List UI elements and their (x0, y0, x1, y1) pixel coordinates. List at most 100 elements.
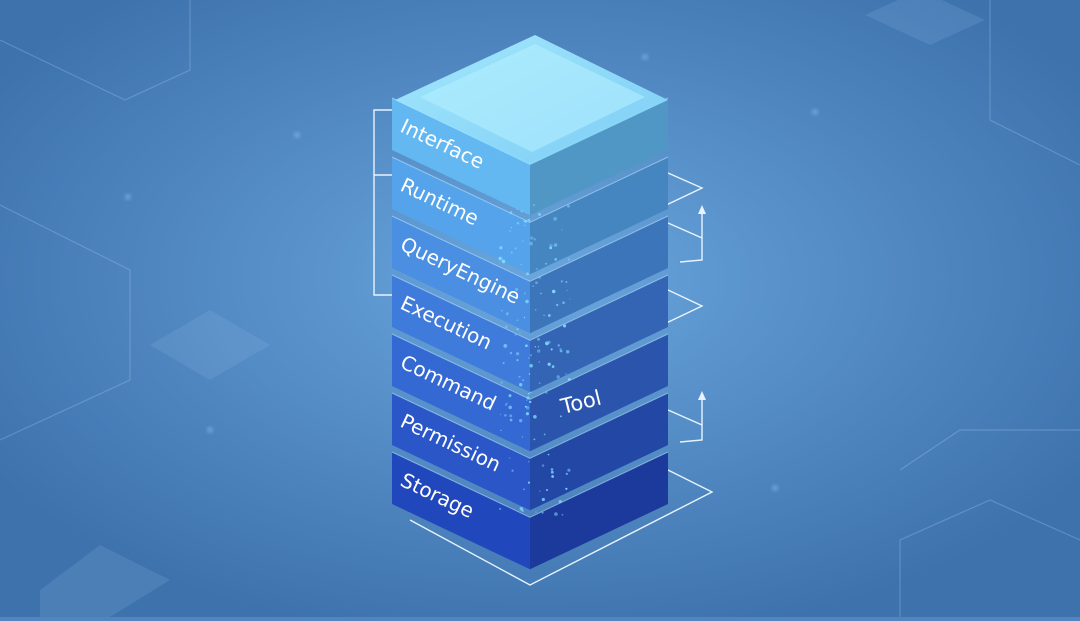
glow-particle (505, 325, 508, 328)
glow-particle (533, 204, 535, 206)
glow-particle (529, 373, 531, 375)
glow-particle (524, 292, 526, 294)
glow-particle (557, 375, 560, 378)
background-sparkle (126, 195, 130, 199)
glow-particle (554, 243, 558, 247)
glow-particle (538, 346, 539, 347)
glow-particle (534, 439, 536, 441)
glow-particle (527, 219, 530, 222)
glow-particle (523, 488, 525, 490)
glow-particle (544, 433, 546, 435)
glow-particle (548, 314, 551, 317)
glow-particle (517, 319, 519, 321)
background-sparkle (643, 55, 647, 59)
glow-particle (509, 230, 511, 232)
glow-particle (515, 288, 518, 291)
glow-particle (528, 482, 530, 484)
glow-particle (515, 247, 517, 249)
glow-particle (543, 315, 544, 316)
glow-particle (516, 209, 518, 211)
glow-particle (511, 470, 513, 472)
glow-particle (563, 324, 566, 327)
glow-particle (538, 213, 541, 216)
glow-particle (530, 392, 531, 393)
glow-particle (518, 376, 520, 378)
glow-particle (553, 217, 557, 221)
glow-particle (526, 272, 529, 275)
glow-particle (546, 489, 548, 491)
glow-particle (569, 299, 570, 300)
glow-particle (539, 382, 541, 384)
glow-particle (539, 361, 541, 363)
glow-particle (536, 268, 538, 270)
glow-particle (509, 414, 512, 417)
glow-particle (527, 396, 530, 399)
glow-particle (532, 285, 533, 286)
glow-particle (499, 257, 502, 260)
glow-particle (528, 357, 529, 358)
glow-particle (526, 406, 529, 409)
glow-particle (524, 225, 526, 227)
glow-particle (525, 344, 528, 347)
glow-particle (561, 280, 563, 282)
glow-particle (509, 394, 512, 397)
glow-particle (506, 403, 507, 404)
glow-particle (529, 242, 533, 246)
glow-particle (528, 461, 529, 462)
glow-particle (506, 312, 509, 315)
glow-particle (520, 507, 524, 511)
glow-particle (554, 512, 558, 516)
glow-particle (508, 406, 512, 410)
glow-particle (551, 471, 554, 474)
glow-particle (535, 346, 536, 347)
glow-particle (535, 511, 536, 512)
glow-particle (545, 391, 547, 393)
glow-particle (522, 436, 523, 437)
glow-particle (514, 333, 516, 335)
glow-particle (566, 350, 570, 354)
background-sparkle (208, 428, 212, 432)
glow-particle (551, 348, 553, 350)
glow-particle (552, 365, 555, 368)
glow-particle (499, 246, 502, 249)
glow-particle (519, 383, 522, 386)
glow-particle (509, 457, 511, 459)
glow-particle (524, 317, 525, 318)
glow-particle (537, 338, 540, 341)
glow-particle (522, 240, 523, 241)
glow-particle (561, 229, 562, 230)
glow-particle (567, 469, 570, 472)
glow-particle (537, 349, 541, 353)
glow-particle (539, 490, 540, 491)
glow-particle (529, 364, 533, 368)
glow-particle (519, 332, 520, 333)
glow-particle (565, 373, 566, 374)
glow-particle (522, 379, 524, 381)
glow-particle (559, 348, 561, 350)
glow-particle (501, 381, 503, 383)
glow-particle (567, 205, 570, 208)
glow-particle (511, 227, 512, 228)
glow-particle (521, 264, 522, 265)
glow-particle (565, 281, 567, 283)
glow-particle (535, 281, 538, 284)
glow-particle (529, 401, 531, 403)
glow-particle (542, 512, 544, 514)
glow-particle (533, 415, 537, 419)
glow-particle (502, 258, 503, 259)
glow-particle (530, 236, 533, 239)
glow-particle (525, 300, 529, 304)
glow-particle (548, 363, 551, 366)
glow-particle (500, 414, 501, 415)
glow-particle (516, 359, 518, 361)
glow-particle (510, 419, 513, 422)
glow-particle (526, 400, 527, 401)
glow-particle (551, 475, 554, 478)
glow-particle (548, 341, 551, 344)
glow-particle (551, 468, 554, 471)
glow-particle (502, 260, 506, 264)
glow-particle (565, 488, 567, 490)
glow-particle (552, 290, 555, 293)
